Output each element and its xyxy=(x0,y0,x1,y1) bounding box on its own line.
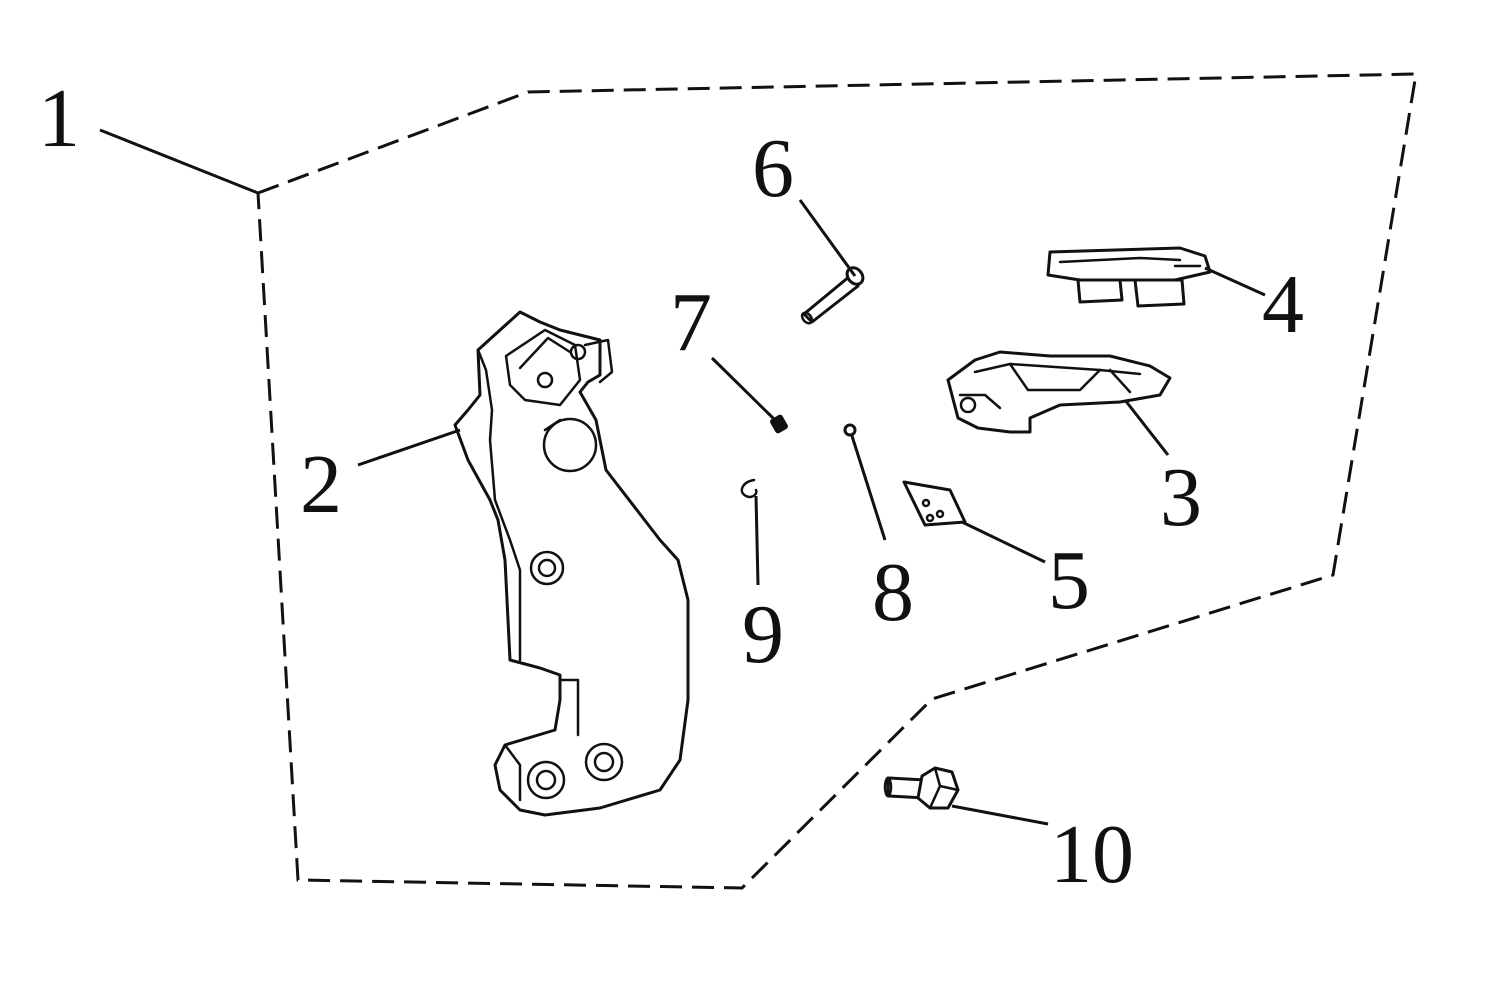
callout-4: 4 xyxy=(1262,258,1304,351)
leader-2 xyxy=(357,428,461,467)
part-2-bracket xyxy=(453,310,690,817)
callout-6: 6 xyxy=(752,122,794,215)
callout-3: 3 xyxy=(1160,451,1202,544)
callout-1: 1 xyxy=(38,72,80,165)
part-10-bolt xyxy=(883,766,960,810)
callout-9: 9 xyxy=(742,588,784,681)
leader-8 xyxy=(850,435,887,541)
callout-2: 2 xyxy=(300,438,342,531)
leader-10 xyxy=(951,804,1049,826)
callout-labels: 1 2 3 4 5 6 7 8 9 10 xyxy=(38,72,1304,901)
part-6-pin xyxy=(800,266,865,325)
leader-9 xyxy=(754,495,760,586)
part-5-plate xyxy=(902,480,967,527)
callout-5: 5 xyxy=(1048,534,1090,627)
leader-4 xyxy=(1204,266,1266,297)
leader-3 xyxy=(1123,399,1170,456)
part-9-clip xyxy=(740,478,758,499)
callout-8: 8 xyxy=(872,546,914,639)
leader-1 xyxy=(99,128,259,195)
callout-10: 10 xyxy=(1050,808,1134,901)
part-3-slider-block xyxy=(946,350,1172,434)
part-8-ball xyxy=(843,423,857,437)
assembly-boundary xyxy=(256,72,1418,890)
leader-lines xyxy=(99,128,1266,826)
callout-7: 7 xyxy=(670,276,712,369)
leader-5 xyxy=(961,520,1046,564)
part-4-cover xyxy=(1046,246,1212,308)
leader-6 xyxy=(798,199,857,277)
leader-7 xyxy=(710,356,777,422)
